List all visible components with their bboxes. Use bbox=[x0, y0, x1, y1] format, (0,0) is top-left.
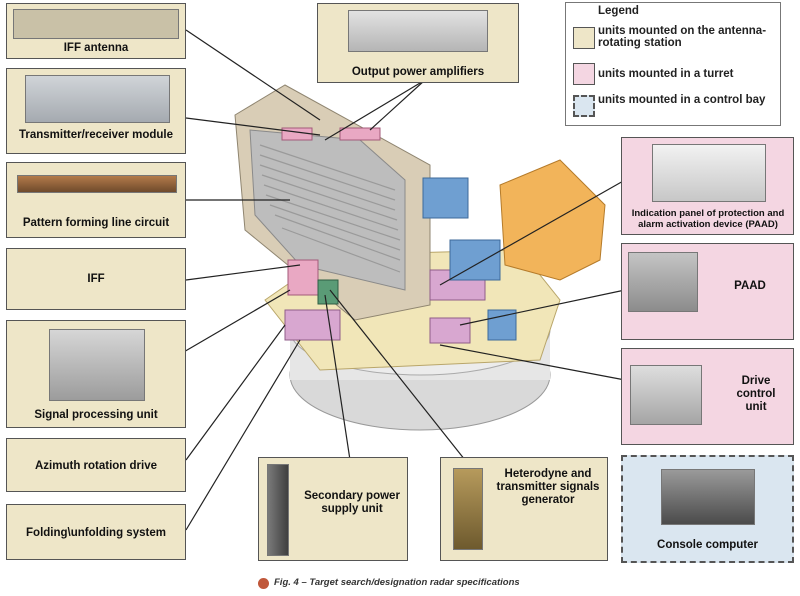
drive-control-box: Drive control unit bbox=[621, 348, 794, 445]
legend: Legend units mounted on the antenna-rota… bbox=[565, 2, 781, 126]
drive-control-photo bbox=[630, 365, 702, 425]
line-indication-panel bbox=[439, 179, 626, 286]
indication-panel-photo bbox=[652, 144, 766, 202]
signal-processing-label: Signal processing unit bbox=[34, 409, 158, 421]
pink-unit-iff bbox=[287, 259, 319, 296]
folding-box: Folding\unfolding system bbox=[6, 504, 186, 560]
legend-item-control-bay: units mounted in a control bay bbox=[598, 94, 766, 106]
line-folding bbox=[185, 339, 301, 531]
connector-lines bbox=[169, 29, 626, 531]
legend-title: Legend bbox=[598, 5, 639, 17]
pink-unit-drive-control bbox=[429, 317, 471, 344]
pattern-forming-box: Pattern forming line circuit bbox=[6, 162, 186, 238]
console-computer-photo bbox=[661, 469, 755, 525]
heterodyne-label: Heterodyne and transmitter signals gener… bbox=[496, 468, 600, 506]
caption-bullet-icon bbox=[258, 578, 269, 589]
transmitter-receiver-photo bbox=[25, 75, 170, 123]
azimuth-drive-label: Azimuth rotation drive bbox=[34, 460, 158, 472]
legend-item-antenna-station: units mounted on the antenna-rotating st… bbox=[598, 25, 767, 49]
paad-label: PAAD bbox=[734, 280, 766, 292]
secondary-power-box: Secondary power supply unit bbox=[258, 457, 408, 561]
indication-panel-label: Indication panel of protection and alarm… bbox=[631, 208, 785, 230]
output-amplifiers-box: Output power amplifiers bbox=[317, 3, 519, 83]
signal-processing-box: Signal processing unit bbox=[6, 320, 186, 428]
blue-unit-2 bbox=[449, 239, 501, 281]
drive-control-label: Drive control unit bbox=[736, 375, 776, 413]
line-paad bbox=[459, 289, 626, 326]
line-heterodyne bbox=[329, 289, 466, 461]
iff-antenna-photo bbox=[13, 9, 179, 39]
folding-label: Folding\unfolding system bbox=[26, 527, 166, 539]
line-signal-processing bbox=[169, 289, 291, 361]
line-amplifier-1 bbox=[324, 79, 426, 141]
console-computer-box: Console computer bbox=[621, 455, 794, 563]
orange-cabin bbox=[499, 159, 606, 281]
indication-panel-box: Indication panel of protection and alarm… bbox=[621, 137, 794, 235]
output-amplifiers-photo bbox=[348, 10, 488, 52]
line-azimuth-drive bbox=[185, 324, 286, 461]
console-computer-label: Console computer bbox=[657, 539, 758, 551]
transmitter-receiver-label: Transmitter/receiver module bbox=[18, 129, 174, 141]
legend-swatch-pink bbox=[573, 63, 595, 85]
line-secondary-power bbox=[324, 294, 351, 461]
line-iff bbox=[185, 264, 301, 281]
pink-unit-top-right bbox=[339, 127, 381, 141]
figure-caption: Fig. 4 – Target search/designation radar… bbox=[274, 577, 520, 588]
blue-unit-3 bbox=[487, 309, 517, 341]
line-amplifier-2 bbox=[369, 79, 426, 131]
signal-processing-photo bbox=[49, 329, 145, 401]
iff-antenna-label: IFF antenna bbox=[63, 42, 129, 54]
line-iff-antenna bbox=[185, 29, 321, 121]
secondary-power-photo bbox=[267, 464, 289, 556]
iff-antenna-box: IFF antenna bbox=[6, 3, 186, 59]
transmitter-receiver-box: Transmitter/receiver module bbox=[6, 68, 186, 154]
heterodyne-photo bbox=[453, 468, 483, 550]
blue-unit-1 bbox=[422, 177, 469, 219]
pink-unit-drive bbox=[284, 309, 341, 341]
azimuth-drive-box: Azimuth rotation drive bbox=[6, 438, 186, 492]
heterodyne-box: Heterodyne and transmitter signals gener… bbox=[440, 457, 608, 561]
output-amplifiers-label: Output power amplifiers bbox=[351, 66, 485, 78]
line-drive-control bbox=[439, 344, 626, 381]
iff-box: IFF bbox=[6, 248, 186, 310]
antenna-fins bbox=[259, 144, 401, 273]
green-unit bbox=[317, 279, 339, 305]
iff-label: IFF bbox=[87, 273, 105, 285]
pattern-forming-label: Pattern forming line circuit bbox=[22, 217, 170, 229]
pattern-forming-photo bbox=[17, 175, 177, 193]
legend-swatch-tan bbox=[573, 27, 595, 49]
secondary-power-label: Secondary power supply unit bbox=[304, 490, 400, 515]
line-transmitter bbox=[185, 117, 321, 136]
legend-item-turret: units mounted in a turret bbox=[598, 68, 734, 80]
radar-illustration bbox=[234, 84, 606, 431]
paad-photo bbox=[628, 252, 698, 312]
legend-swatch-blue bbox=[573, 95, 595, 117]
paad-box: PAAD bbox=[621, 243, 794, 340]
